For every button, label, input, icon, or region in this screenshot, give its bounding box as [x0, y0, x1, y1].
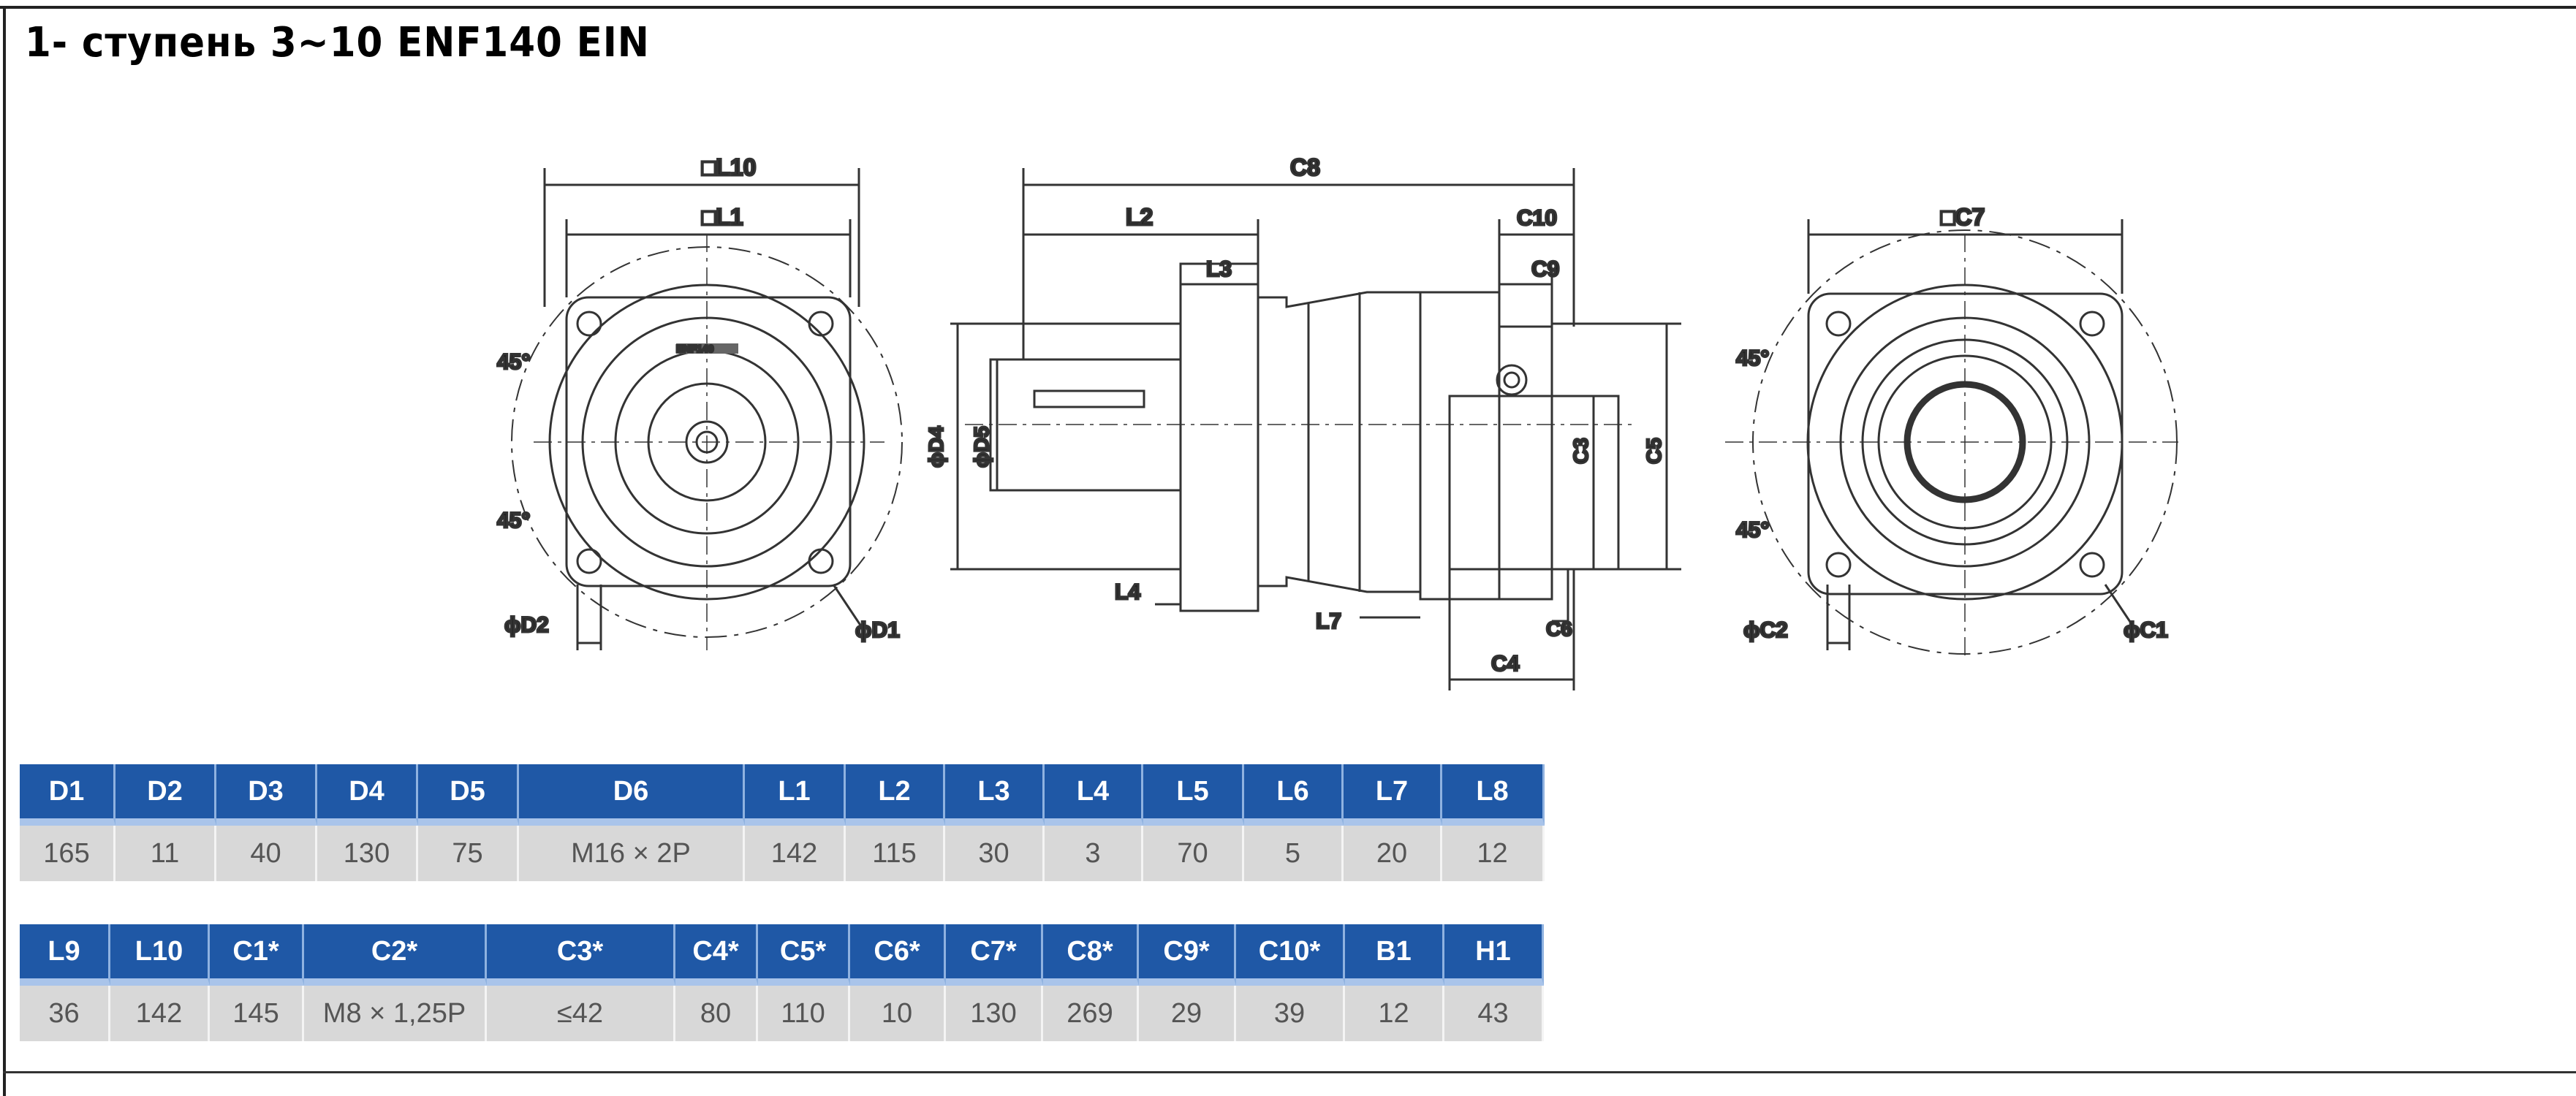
table-header-cell: C9* [1139, 924, 1236, 986]
table-value-cell: 10 [850, 986, 946, 1041]
nameplate-text: ENF140 [676, 343, 714, 354]
table-value-cell: ≤42 [487, 986, 675, 1041]
table-header-cell: C5* [758, 924, 850, 986]
table-header-cell: D5 [418, 764, 519, 826]
output-flange-view [1725, 219, 2178, 658]
bolt-hole-icon [576, 311, 834, 574]
dim-label-l7: L7 [1316, 609, 1341, 633]
frame-border-left [3, 6, 6, 1096]
table-header-cell: L3 [945, 764, 1045, 826]
table-header-cell: L2 [846, 764, 945, 826]
table-header-cell: D6 [519, 764, 745, 826]
table-value-cell: 80 [675, 986, 758, 1041]
table-header-cell: C10* [1236, 924, 1345, 986]
table-header-cell: L6 [1244, 764, 1344, 826]
table-header-cell: C6* [850, 924, 946, 986]
dim-label-d5: ϕD5 [970, 426, 993, 468]
table-header-cell: L4 [1045, 764, 1143, 826]
table-header-cell: L7 [1344, 764, 1442, 826]
table-header-cell: C4* [675, 924, 758, 986]
input-flange-view [511, 168, 903, 650]
dim-label-45deg: 45° [497, 509, 530, 533]
dim-label-l3: L3 [1206, 257, 1232, 281]
dim-label-d2: ϕD2 [504, 613, 549, 637]
dim-label-c7: □C7 [1941, 204, 1985, 230]
dim-label-c1: ϕC1 [2124, 618, 2168, 642]
dim-label-d1: ϕD1 [855, 618, 900, 642]
dim-label-c9: C9 [1531, 257, 1559, 281]
table-value-cell: 12 [1345, 986, 1444, 1041]
bolt-hole-icon [1825, 311, 2105, 578]
table-value-cell: 29 [1139, 986, 1236, 1041]
table-header-cell: D2 [115, 764, 216, 826]
dim-label-c8: C8 [1290, 154, 1320, 180]
dim-label-45deg: 45° [497, 350, 530, 374]
dim-label-l2: L2 [1126, 204, 1153, 230]
dim-label-45deg: 45° [1736, 518, 1769, 542]
table-header-cell: C1* [210, 924, 304, 986]
table-header-cell: H1 [1444, 924, 1544, 986]
table-header-cell: L1 [745, 764, 846, 826]
table-header-cell: L9 [20, 924, 110, 986]
table-header-cell: L8 [1442, 764, 1545, 826]
table-header-cell: C8* [1043, 924, 1139, 986]
gearbox-dimension-drawing: □L10 □L1 45° 45° ϕD2 ϕD1 ENF140 C8 L2 L3… [496, 153, 2178, 690]
dim-label-l4: L4 [1115, 580, 1140, 604]
frame-border-bottom [3, 1071, 2576, 1073]
table-value-cell: 20 [1344, 826, 1442, 881]
table-header-cell: D3 [216, 764, 317, 826]
table-value-cell: 3 [1045, 826, 1143, 881]
table-header-cell: L5 [1143, 764, 1244, 826]
table-header-cell: B1 [1345, 924, 1444, 986]
table-value-cell: 36 [20, 986, 110, 1041]
side-view [950, 168, 1681, 690]
dim-label-l10: □L10 [702, 154, 756, 180]
table-value-cell: M16 × 2P [519, 826, 745, 881]
dim-label-c5: C5 [1643, 438, 1665, 464]
table-value-cell: 75 [418, 826, 519, 881]
dim-label-45deg: 45° [1736, 346, 1769, 370]
dim-label-c3: C3 [1569, 438, 1592, 464]
table-header-cell: C7* [946, 924, 1043, 986]
dim-label-c6: C6 [1546, 617, 1572, 640]
dim-label-c4: C4 [1491, 652, 1520, 676]
dim-label-l1: □L1 [702, 204, 743, 230]
table-value-cell: 11 [115, 826, 216, 881]
table-value-cell: 70 [1143, 826, 1244, 881]
table-header-cell: D1 [20, 764, 115, 826]
table-header-cell: D4 [317, 764, 418, 826]
table-value-cell: 39 [1236, 986, 1345, 1041]
table-value-cell: 165 [20, 826, 115, 881]
table-value-cell: 142 [110, 986, 210, 1041]
table-value-cell: 5 [1244, 826, 1344, 881]
table-value-cell: 145 [210, 986, 304, 1041]
frame-border-top [0, 6, 2576, 9]
page-title: 1- ступень 3~10 ENF140 EIN [25, 19, 650, 66]
table-value-cell: 110 [758, 986, 850, 1041]
dim-label-c10: C10 [1517, 206, 1557, 230]
dim-label-c2: ϕC2 [1743, 618, 1788, 642]
table-value-cell: 142 [745, 826, 846, 881]
table-header-cell: C2* [304, 924, 487, 986]
table-value-cell: M8 × 1,25P [304, 986, 487, 1041]
table-value-cell: 40 [216, 826, 317, 881]
table-value-cell: 30 [945, 826, 1045, 881]
table-value-cell: 115 [846, 826, 945, 881]
table-value-cell: 269 [1043, 986, 1139, 1041]
table-value-cell: 12 [1442, 826, 1545, 881]
dim-label-d4: ϕD4 [925, 426, 947, 468]
table-header-cell: L10 [110, 924, 210, 986]
table-value-cell: 130 [946, 986, 1043, 1041]
table-value-cell: 130 [317, 826, 418, 881]
table-header-cell: C3* [487, 924, 675, 986]
table-value-cell: 43 [1444, 986, 1544, 1041]
